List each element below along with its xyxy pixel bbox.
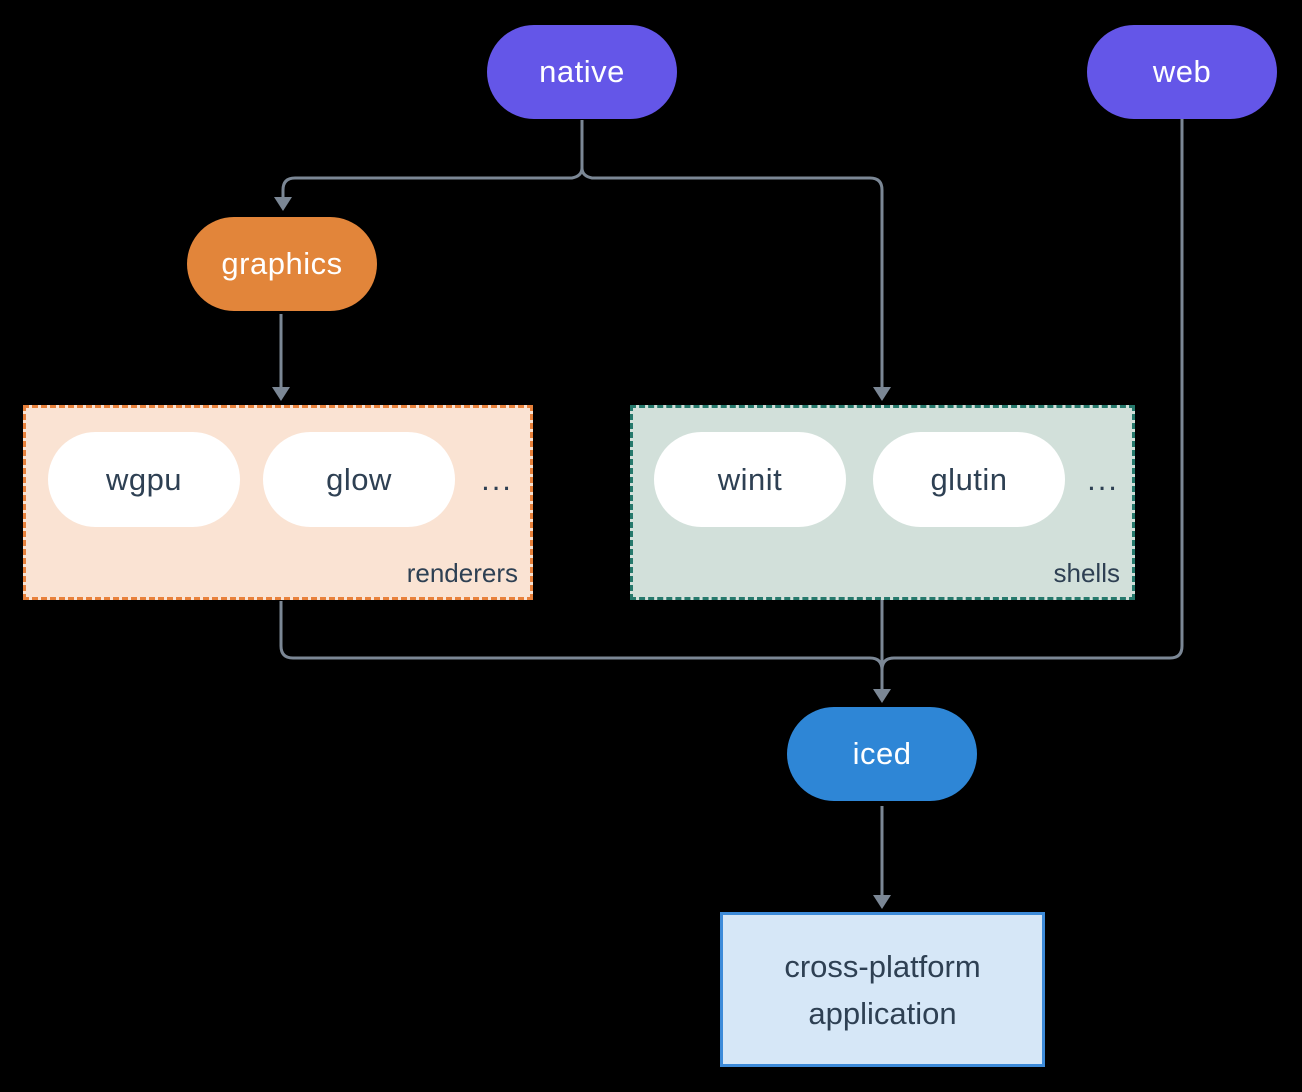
renderers-group-label: renderers (406, 558, 518, 588)
edge-native-to-shells (580, 120, 884, 388)
node-graphics: graphics (187, 217, 377, 311)
node-web-label: web (1152, 54, 1212, 89)
group-shells: winit glutin ... shells (630, 405, 1135, 600)
arrowhead-icon (272, 387, 290, 401)
node-web: web (1087, 25, 1277, 119)
arrowhead-icon (873, 387, 891, 401)
node-wgpu-label: wgpu (105, 461, 183, 497)
arrowhead-icon (873, 895, 891, 909)
node-iced-label: iced (852, 736, 912, 771)
renderers-ellipsis: ... (481, 462, 513, 497)
node-glutin-label: glutin (930, 461, 1008, 497)
node-wgpu: wgpu (48, 432, 240, 527)
arrowhead-icon (873, 689, 891, 703)
node-native-label: native (539, 54, 625, 89)
node-glow: glow (263, 432, 455, 527)
application-label-line2: application (808, 995, 957, 1031)
node-cross-platform-application: cross-platform application (720, 912, 1045, 1067)
edge-native-to-graphics (281, 120, 584, 198)
group-renderers: wgpu glow ... renderers (23, 405, 533, 600)
node-winit: winit (654, 432, 846, 527)
shells-group-label: shells (1053, 558, 1120, 588)
node-native: native (487, 25, 677, 119)
edge-renderers-to-iced (279, 601, 884, 682)
node-iced: iced (787, 707, 977, 801)
node-graphics-label: graphics (221, 246, 343, 281)
arrowhead-icon (274, 197, 292, 211)
node-glutin: glutin (873, 432, 1065, 527)
node-winit-label: winit (717, 461, 783, 497)
node-glow-label: glow (326, 461, 392, 497)
application-label-line1: cross-platform (784, 948, 981, 984)
shells-ellipsis: ... (1087, 462, 1119, 497)
